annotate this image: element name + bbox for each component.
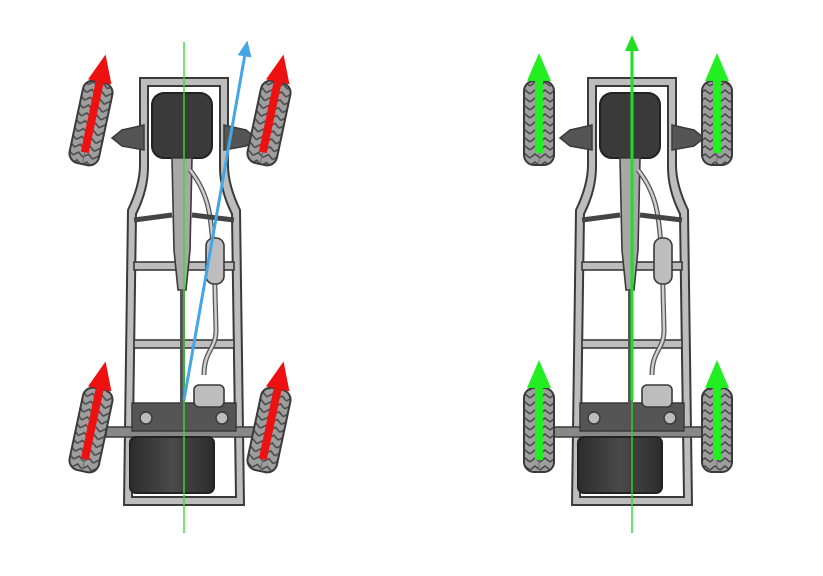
transmission xyxy=(171,157,193,291)
fuel-tank-icon xyxy=(577,436,663,494)
wheel-direction-arrow-icon xyxy=(80,54,112,154)
wheel-direction-arrow-icon xyxy=(705,53,729,153)
bolt-icon xyxy=(663,411,677,425)
panel-misaligned xyxy=(68,40,292,533)
wheel-direction-arrow-icon xyxy=(527,53,551,153)
thrust-line-arrow-icon xyxy=(182,40,252,401)
fuel-tank-icon xyxy=(129,436,215,494)
front-axle-left xyxy=(110,124,145,151)
differential xyxy=(641,384,673,408)
muffler xyxy=(653,237,673,285)
bolt-icon xyxy=(587,411,601,425)
bolt-icon xyxy=(215,411,229,425)
wheel-direction-arrow-icon xyxy=(258,54,290,154)
transmission xyxy=(619,157,641,291)
engine-icon xyxy=(599,92,661,159)
front-axle-left xyxy=(558,124,593,151)
driveshaft xyxy=(180,290,185,410)
thrust-line-arrow-icon xyxy=(625,35,639,400)
chassis-frame xyxy=(105,77,263,506)
bolt-icon xyxy=(139,411,153,425)
panel-aligned xyxy=(523,35,733,533)
differential xyxy=(193,384,225,408)
front-axle-right xyxy=(671,124,706,151)
wheel-direction-arrow-icon xyxy=(705,360,729,460)
engine-icon xyxy=(151,92,213,159)
wheel-direction-arrow-icon xyxy=(258,361,290,461)
wheel-direction-arrow-icon xyxy=(80,361,112,461)
wheel-direction-arrow-icon xyxy=(527,360,551,460)
